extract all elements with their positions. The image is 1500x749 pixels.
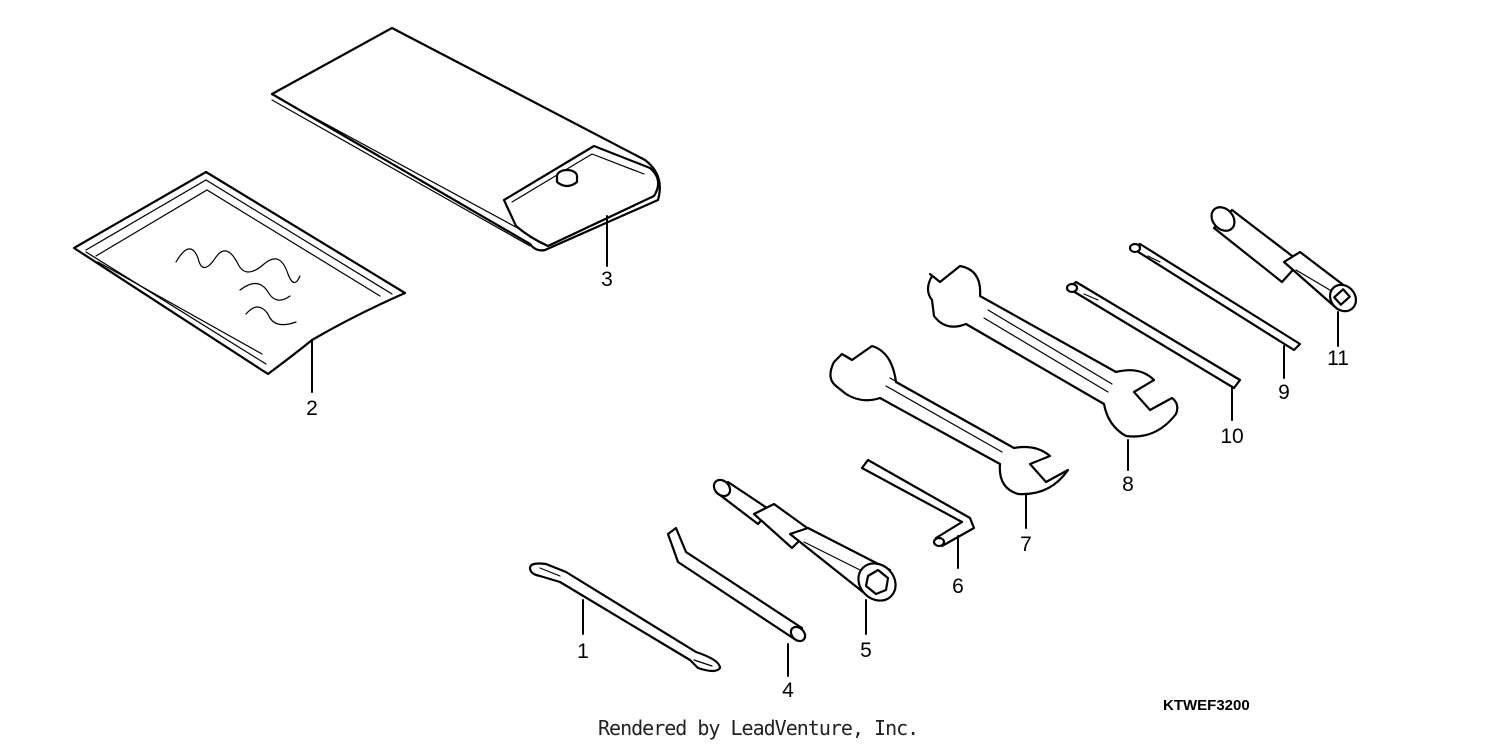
- callout-2[interactable]: 2: [306, 397, 318, 420]
- callout-9[interactable]: 9: [1278, 381, 1290, 404]
- render-credit: Rendered by LeadVenture, Inc.: [598, 716, 919, 740]
- screwdriver-handle-icon[interactable]: [1207, 203, 1361, 347]
- diagram-code: KTWEF3200: [1163, 697, 1250, 714]
- callout-1[interactable]: 1: [577, 640, 589, 663]
- callout-7[interactable]: 7: [1020, 533, 1032, 556]
- hex-key-icon[interactable]: [860, 458, 976, 569]
- callout-11[interactable]: 11: [1327, 347, 1349, 370]
- spark-plug-wrench-icon[interactable]: [711, 477, 903, 635]
- tool-pouch-icon[interactable]: [270, 26, 661, 267]
- tommy-bar-icon[interactable]: [666, 526, 808, 677]
- screwdriver-bit-icon[interactable]: [1128, 242, 1302, 379]
- callout-4[interactable]: 4: [782, 679, 794, 702]
- callout-6[interactable]: 6: [952, 575, 964, 598]
- screwdriver-bit-icon[interactable]: [1065, 280, 1242, 421]
- callout-10[interactable]: 10: [1220, 425, 1244, 448]
- open-end-wrench-icon[interactable]: [926, 264, 1179, 471]
- callout-8[interactable]: 8: [1122, 473, 1134, 496]
- callout-3[interactable]: 3: [601, 268, 613, 291]
- manual-bag-icon[interactable]: [72, 170, 407, 393]
- cotter-pin-icon[interactable]: [528, 562, 722, 673]
- callout-5[interactable]: 5: [860, 639, 872, 662]
- open-end-wrench-icon[interactable]: [829, 344, 1070, 529]
